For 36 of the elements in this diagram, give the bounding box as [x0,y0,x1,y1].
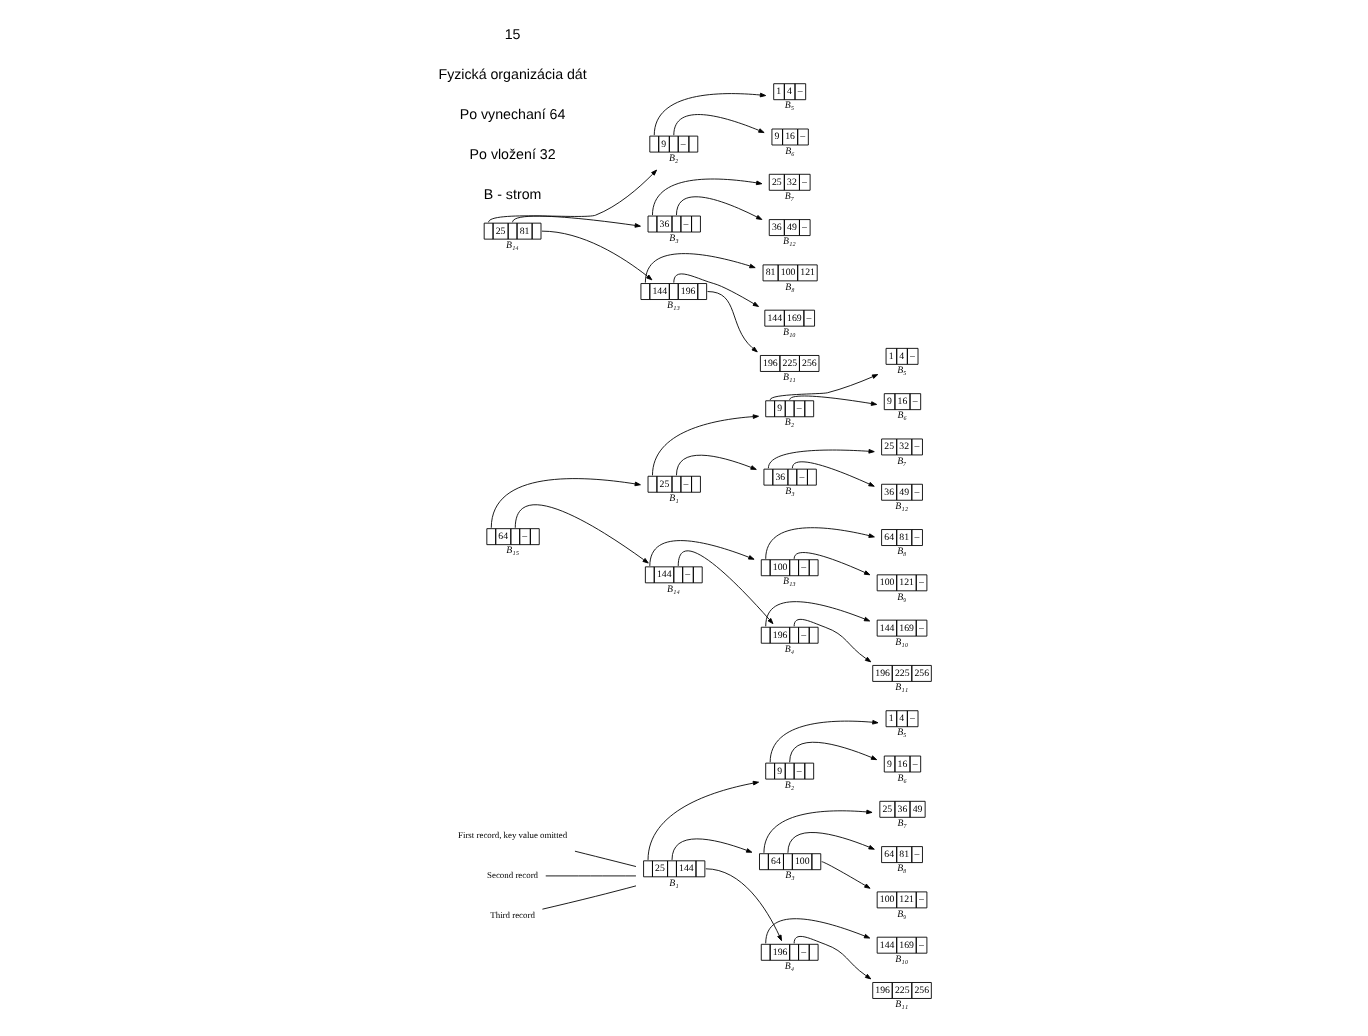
arrow [769,374,879,401]
arrow [705,868,782,942]
connector [541,885,637,910]
arrow [676,454,757,476]
arrow [673,273,759,307]
arrow [649,540,755,567]
arrow [767,448,875,469]
arrow [765,918,871,944]
arrow [677,550,774,625]
arrow [514,504,649,564]
arrow [707,291,758,353]
arrow [644,253,756,284]
arrow [671,838,753,861]
arrow [652,414,759,476]
arrow [821,861,871,889]
arrow [512,215,641,228]
arrow [647,780,760,861]
arrow [793,552,871,576]
arrow [673,114,765,136]
arrow [793,618,872,663]
arrow [791,461,875,487]
arrow [763,809,873,854]
arrow [787,832,875,854]
arrow [490,478,641,529]
arrow [653,92,767,136]
arrow [765,527,875,560]
arrow [765,601,871,627]
arrow [541,230,653,281]
arrow [789,741,878,763]
arrow [793,936,872,980]
arrow [676,196,763,220]
connector [574,850,637,867]
arrow [789,395,878,406]
arrow [488,169,658,223]
arrow [652,178,763,216]
arrow [769,719,879,763]
